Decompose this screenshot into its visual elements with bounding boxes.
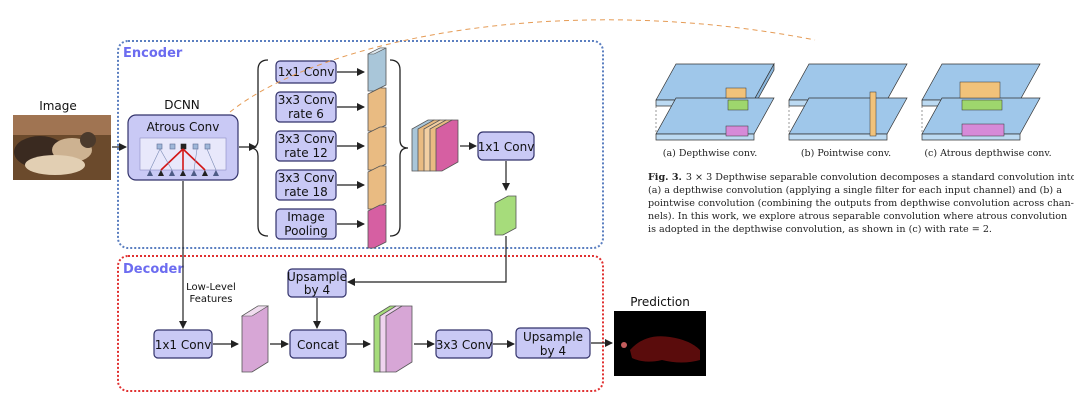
prediction-label: Prediction [630, 295, 690, 309]
decoder-upsample-top-line2: by 4 [304, 283, 330, 297]
svg-text:▲: ▲ [202, 168, 209, 177]
decoder-label: Decoder [123, 262, 184, 277]
decoder-upsample-final-line2: by 4 [540, 344, 566, 358]
caption-text-1: 3 × 3 Depthwise separable convolution de… [686, 172, 1074, 183]
aspp-feature-map-5 [367, 204, 387, 249]
prediction-image [614, 311, 706, 376]
decoder-upsample-final-box [515, 327, 591, 359]
caption-line-2: (a) a depthwise convolution (applying a … [648, 185, 1062, 196]
aspp-feature-map-4 [367, 165, 387, 210]
caption-line-3: pointwise convolution (combining the out… [648, 198, 1074, 209]
pointwise-conv-illustration [788, 63, 908, 141]
input-image [13, 115, 111, 180]
aspp-left-bracket [249, 59, 269, 237]
atrous-conv-label: Atrous Conv [147, 120, 220, 134]
aspp-rate12-line1: 3x3 Conv [278, 132, 335, 146]
aspp-rate6-line2: rate 6 [288, 107, 324, 121]
decoder-concat-label: Concat [297, 338, 339, 352]
depthwise-conv-illustration [655, 62, 775, 141]
svg-text:▲: ▲ [180, 168, 187, 177]
low-level-label-2: Features [190, 294, 233, 305]
aspp-rate18-line2: rate 18 [284, 185, 327, 199]
decoder-conv1x1-label: 1x1 Conv [155, 338, 212, 352]
aspp-conv1x1-box [275, 60, 337, 84]
svg-text:▲: ▲ [213, 168, 220, 177]
decoder-conv3x3-label: 3x3 Conv [436, 338, 493, 352]
aspp-rate18-box [275, 169, 337, 201]
svg-text:▲: ▲ [158, 168, 165, 177]
atrous-depthwise-conv-illustration [921, 63, 1041, 141]
encoder-region [117, 40, 604, 249]
aspp-feature-map-2 [367, 87, 387, 132]
aspp-conv1x1-label: 1x1 Conv [278, 65, 335, 79]
subcaption-c: (c) Atrous depthwise conv. [924, 148, 1051, 159]
encoder-concat-stack [411, 119, 459, 172]
decoder-conv3x3-box [435, 329, 493, 359]
low-level-label-1: Low-Level [186, 282, 236, 293]
aspp-rate18-line1: 3x3 Conv [278, 171, 335, 185]
aspp-rate12-line2: rate 12 [284, 146, 327, 160]
caption-fig-label: Fig. 3. [648, 172, 682, 183]
dcnn-label: DCNN [164, 98, 200, 112]
atrous-conv-kernel-icon: ▲ ▲ ▲ ▲ ▲ ▲ ▲ [139, 137, 227, 177]
aspp-image-pooling-line1: Image [287, 210, 325, 224]
arrow-encoder-to-decoder [347, 236, 507, 286]
svg-text:▲: ▲ [169, 168, 176, 177]
decoder-concat-stack [373, 305, 413, 373]
aspp-right-bracket [389, 59, 409, 237]
decoder-conv1x1-box [153, 329, 213, 359]
aspp-feature-map-3 [367, 126, 387, 171]
decoder-region [117, 255, 604, 392]
decoder-upsample-top-box [287, 268, 347, 298]
encoder-conv1x1-box [477, 131, 535, 161]
connector-curve [229, 19, 816, 113]
decoder-low-level-feature [240, 305, 270, 373]
image-label: Image [39, 99, 77, 113]
svg-text:▲: ▲ [147, 168, 154, 177]
aspp-image-pooling-line2: Pooling [284, 224, 327, 238]
caption-line-5: is adopted in the depthwise convolution,… [648, 224, 992, 235]
encoder-conv1x1-label: 1x1 Conv [478, 140, 535, 154]
svg-text:▲: ▲ [191, 168, 198, 177]
encoder-label: Encoder [123, 46, 183, 61]
caption-line-1: Fig. 3. 3 × 3 Depthwise separable convolu… [648, 172, 1074, 183]
aspp-rate12-box [275, 130, 337, 162]
decoder-upsample-top-line1: Upsample [287, 270, 347, 284]
aspp-image-pooling-box [275, 208, 337, 240]
decoder-upsample-final-line1: Upsample [523, 330, 583, 344]
aspp-rate6-line1: 3x3 Conv [278, 93, 335, 107]
caption-line-4: nels). In this work, we explore atrous s… [648, 211, 1067, 222]
aspp-feature-map-1 [367, 47, 387, 92]
decoder-concat-box [289, 329, 347, 359]
subcaption-a: (a) Depthwise conv. [663, 148, 757, 159]
subcaption-b: (b) Pointwise conv. [801, 148, 891, 159]
aspp-rate6-box [275, 91, 337, 123]
encoder-output-feature [494, 195, 517, 236]
